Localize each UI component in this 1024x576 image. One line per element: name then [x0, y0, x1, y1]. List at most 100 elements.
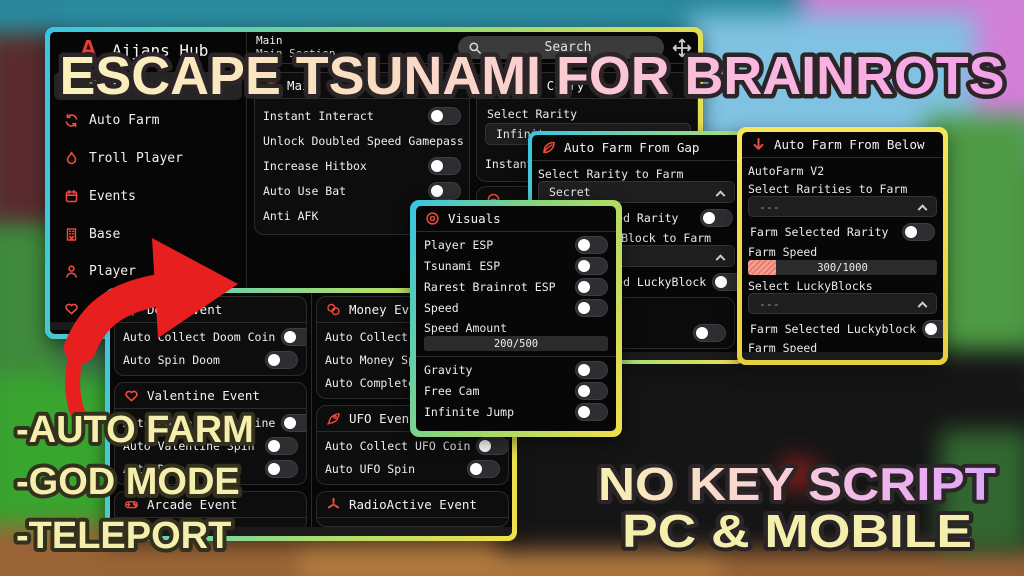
hub-app-name: Ajjans Hub [112, 41, 209, 60]
speed-amount-slider[interactable]: 200/500 [424, 336, 608, 351]
rarities-dropdown[interactable]: --- [748, 196, 937, 217]
heart-icon [124, 388, 139, 403]
increase-hitbox-toggle[interactable] [428, 157, 461, 175]
luckyblocks-dropdown[interactable]: --- [748, 293, 937, 314]
speed-amount-label: Speed Amount [424, 321, 508, 335]
gear-icon [264, 78, 279, 93]
promo-line1: NO KEY SCRIPT [598, 458, 996, 510]
sidebar-item-base[interactable]: Base [54, 220, 242, 248]
visuals-panel: Visuals Player ESP Tsunami ESP Rarest Br… [410, 200, 622, 437]
below-panel-footer [742, 352, 943, 360]
toggle-label: Auto Spin Doom [123, 353, 220, 367]
arcade-event-card: Arcade Event [114, 491, 307, 531]
tsunami-esp-toggle[interactable] [575, 257, 608, 275]
select-rarities-label: Select Rarities to Farm [748, 182, 908, 196]
sidebar-item-troll-player[interactable]: Troll Player [54, 144, 242, 172]
player-esp-toggle[interactable] [575, 236, 608, 254]
farm-speed-label-2: Farm Speed [748, 341, 818, 355]
card-title: Main [287, 78, 318, 93]
rarest-brainrot-esp-toggle[interactable] [575, 278, 608, 296]
free-cam-toggle[interactable] [575, 382, 608, 400]
auto-valentine-spin-toggle[interactable] [265, 437, 298, 455]
sidebar-item-main[interactable]: Main [54, 72, 242, 100]
dropdown-value: --- [759, 296, 780, 311]
sidebar-item-label: Base [89, 226, 121, 242]
dropdown-value: --- [759, 199, 780, 214]
toggle-label: Auto Collect UFO Coin [325, 439, 471, 453]
toggle-label: Unlock Doubled Speed Gamepass [263, 134, 464, 148]
move-icon[interactable] [672, 38, 692, 58]
card-title: UFO Event [349, 411, 417, 426]
gap-panel-footer [532, 352, 741, 360]
radioactive-event-card: RadioActive Event [316, 491, 509, 527]
infinite-jump-toggle[interactable] [575, 403, 608, 421]
select-rarity-label: Select Rarity [487, 107, 578, 121]
rarity-to-farm-dropdown[interactable]: Secret [538, 181, 735, 203]
breadcrumb-line1: Main [256, 34, 283, 47]
auto-collect-doom-coin-toggle[interactable] [281, 328, 306, 346]
toggle-label: Increase Hitbox [263, 159, 367, 173]
features-svg: -AUTO FARM -GOD MODE -TELEPORT [12, 405, 258, 561]
slider-value: 200/500 [493, 337, 539, 350]
toggle-label: Rarest Brainrot ESP [424, 280, 556, 294]
toggle-label: Gravity [424, 363, 473, 377]
toggle-label: Farm Selected Luckyblock [750, 322, 917, 336]
panel-title: Auto Farm From Gap [564, 140, 700, 155]
slider-value: 300/1000 [817, 261, 868, 274]
auto-use-bat-toggle[interactable] [428, 182, 461, 200]
hub-logo: A [80, 35, 97, 61]
events-panel-footer [110, 527, 512, 536]
rocket-icon [326, 411, 341, 426]
auto-deposit-coin-toggle[interactable] [265, 460, 298, 478]
auto-farm-icon [64, 113, 79, 128]
toggle-label: Auto Money Spin [325, 353, 429, 367]
farm-selected-rarity-toggle[interactable] [902, 223, 935, 241]
toggle-label: Speed [424, 301, 459, 315]
farm-selected-luckyblock-toggle[interactable] [712, 273, 741, 291]
farm-selected-rarity-toggle[interactable] [700, 209, 733, 227]
slider-fill [748, 260, 777, 275]
sidebar-item-events[interactable]: Events [54, 182, 242, 210]
farm-speed-slider[interactable]: 300/1000 [748, 260, 937, 275]
farm-selected-luckyblock-toggle[interactable] [922, 320, 943, 338]
auto-collect-valentine-toggle[interactable] [281, 414, 306, 432]
chevron-up-icon [715, 189, 726, 200]
select-rarity-to-farm-label: Select Rarity to Farm [538, 167, 684, 181]
auto-collect-ufo-coin-toggle[interactable] [476, 437, 508, 455]
toggle-label: Auto Collect Valentine [123, 416, 276, 430]
feature-god-mode: -GOD MODE [16, 461, 240, 503]
content-header-divider [247, 63, 698, 64]
card-title: Auto Carry [509, 78, 585, 93]
banner-title: ESCAPE TSUNAMI FOR BRAINROTS [60, 46, 1005, 106]
sidebar-item-label: Troll Player [89, 150, 183, 166]
gravity-toggle[interactable] [575, 361, 608, 379]
gamepad-icon [124, 497, 139, 512]
toggle-label: Auto Collect Doom Coin [123, 330, 276, 344]
panel-title: Auto Farm From Below [774, 137, 925, 152]
toggle-label: Auto Deposit Coin [123, 462, 241, 476]
search-input[interactable]: Search [458, 36, 664, 59]
auto-sail-toggle[interactable] [693, 324, 726, 342]
doom-event-card: Doom Event Auto Collect Doom Coin Auto S… [114, 296, 307, 376]
search-icon [468, 41, 482, 55]
leaf-icon [541, 140, 556, 155]
toggle-label: Instant Interact [263, 109, 374, 123]
toggle-label: Auto UFO Spin [325, 462, 416, 476]
instant-interact-toggle[interactable] [428, 107, 461, 125]
sidebar-item-auto-farm[interactable]: Auto Farm [54, 106, 242, 134]
sidebar-item-label: C [89, 300, 97, 316]
sidebar-divider [246, 32, 247, 322]
speed-toggle[interactable] [575, 299, 608, 317]
down-arrow-icon [751, 137, 766, 152]
toggle-label: Auto Valentine Spin [123, 439, 255, 453]
sidebar-item-player[interactable]: Player [54, 257, 242, 285]
toggle-label: Anti AFK [263, 209, 319, 223]
autofarm-v2-label: AutoFarm V2 [748, 164, 825, 178]
flame-icon [64, 151, 79, 166]
chevron-up-icon [917, 301, 928, 312]
auto-ufo-spin-toggle[interactable] [467, 460, 500, 478]
auto-spin-doom-toggle[interactable] [265, 351, 298, 369]
promo-svg: NO KEY SCRIPT PC & MOBILE [594, 454, 1000, 561]
radioactive-icon [326, 497, 341, 512]
